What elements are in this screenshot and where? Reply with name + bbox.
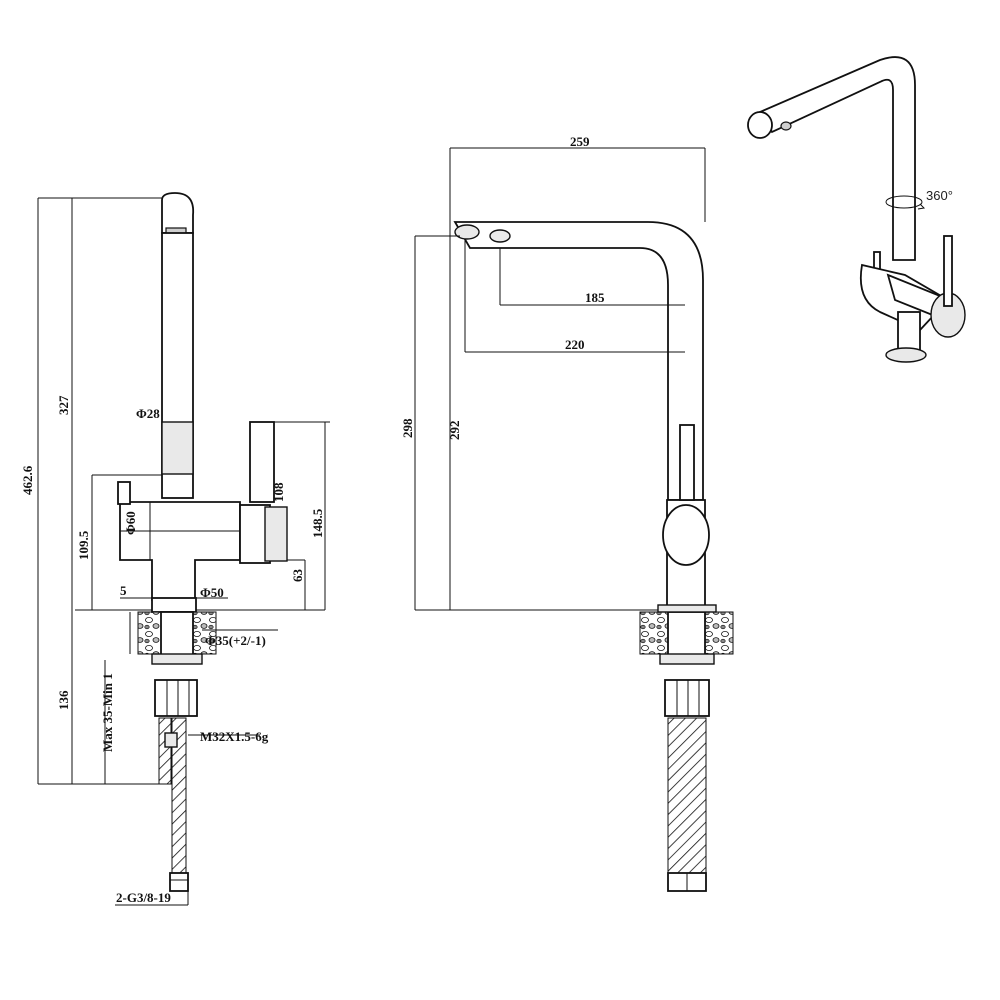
perspective-view: 360° (747, 56, 966, 363)
rotation-label: 360° (926, 188, 953, 203)
side-shank (667, 611, 706, 658)
side-hose (667, 717, 707, 874)
mounting-shank (160, 611, 194, 658)
dim-overall-height: 462.6 (20, 465, 35, 495)
dim-below-deck-height: 136 (56, 690, 71, 710)
dim-hole-diameter: Φ35(+2/-1) (205, 633, 266, 648)
perspective-spout-end (747, 111, 773, 139)
dim-base-diameter: Φ50 (200, 585, 224, 600)
dim-height-2: 292 (447, 421, 462, 441)
side-lever (679, 424, 695, 501)
dim-base-offset: 5 (120, 583, 127, 598)
dim-right-height: 148.5 (310, 508, 325, 538)
dim-outlet-reach: 220 (565, 337, 585, 352)
side-nut (664, 679, 710, 717)
perspective-right-lever (943, 235, 953, 307)
left-lever (117, 481, 131, 505)
hose-left (158, 717, 172, 785)
hose-fitting (169, 872, 189, 892)
dim-overall-reach: 259 (570, 134, 590, 149)
dim-spout-diameter: Φ28 (136, 406, 160, 421)
dim-hose-connector: 2-G3/8-19 (116, 890, 171, 905)
side-view: 259 185 220 298 292 (400, 134, 734, 892)
dim-inner-reach: 185 (585, 290, 605, 305)
spout-collar (161, 421, 194, 475)
right-lever (249, 421, 275, 503)
dim-lever-height: 108 (271, 482, 286, 502)
side-lever-disc (662, 504, 710, 566)
dim-body-diameter: Φ60 (123, 511, 138, 535)
dim-thread: M32X1.5-6g (200, 729, 269, 744)
dim-deck-thickness: Max 35-Min 1 (100, 673, 115, 752)
side-spout (453, 221, 704, 501)
perspective-spout (758, 56, 916, 261)
dim-body-height: 109.5 (76, 530, 91, 560)
tap-base (151, 597, 197, 613)
perspective-base (885, 347, 927, 363)
mounting-nut (154, 679, 198, 717)
spray-head (454, 224, 480, 240)
dim-base-gap: 63 (290, 569, 305, 583)
dim-height-1: 298 (400, 418, 415, 438)
dim-above-deck-height: 327 (56, 395, 71, 415)
rotation-arrow (885, 195, 923, 209)
front-view: 462.6 327 Φ28 Φ60 109.5 108 148.5 63 5 Φ… (20, 192, 330, 906)
spout-head (161, 192, 195, 234)
